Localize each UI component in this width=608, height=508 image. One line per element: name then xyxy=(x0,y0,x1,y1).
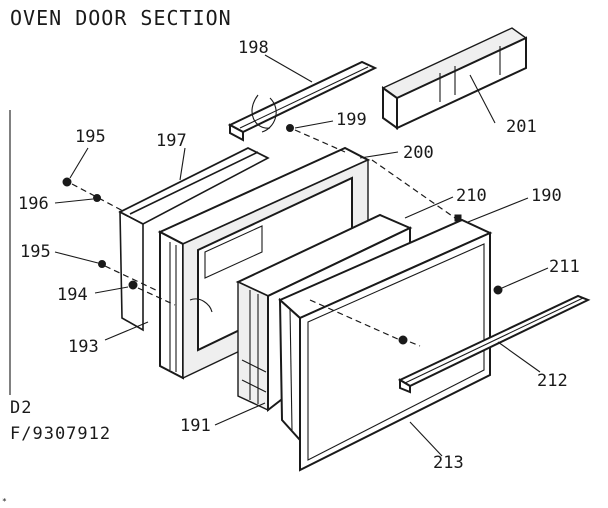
label-195-lower: 195 xyxy=(20,242,51,262)
part-198-top-trim xyxy=(227,60,378,142)
label-195-top: 195 xyxy=(75,127,106,147)
part-213-outer-panel xyxy=(278,218,493,472)
part-197-gasket xyxy=(118,147,270,332)
screw-211 xyxy=(493,285,503,295)
label-212: 212 xyxy=(537,371,568,391)
drawing-code-line-2: F/9307912 xyxy=(10,424,111,444)
part-labels: 195 196 195 194 193 197 198 199 200 201 … xyxy=(18,38,580,473)
label-196: 196 xyxy=(18,194,49,214)
label-197: 197 xyxy=(156,131,187,151)
washer-196 xyxy=(93,194,101,202)
alignment-lines xyxy=(71,129,456,347)
screw-195-lower xyxy=(98,260,106,268)
part-201-handle-block xyxy=(381,27,528,130)
label-199: 199 xyxy=(336,110,367,130)
label-191: 191 xyxy=(180,416,211,436)
part-212-bottom-trim xyxy=(397,294,591,394)
screw-195-top xyxy=(62,177,72,187)
label-213: 213 xyxy=(433,453,464,473)
diagram-title: OVEN DOOR SECTION xyxy=(10,6,232,30)
label-201: 201 xyxy=(506,117,537,137)
label-193: 193 xyxy=(68,337,99,357)
label-198: 198 xyxy=(238,38,269,58)
leader-lines xyxy=(54,54,549,457)
scan-mark: * xyxy=(2,497,7,506)
label-194: 194 xyxy=(57,285,88,305)
clip-194 xyxy=(128,280,138,290)
screw-panel xyxy=(398,335,408,345)
label-200: 200 xyxy=(403,143,434,163)
screw-199 xyxy=(286,124,294,132)
label-210: 210 xyxy=(456,186,487,206)
clip-190 xyxy=(454,214,462,222)
label-211: 211 xyxy=(549,257,580,277)
label-190: 190 xyxy=(531,186,562,206)
drawing-code-line-1: D2 xyxy=(10,398,32,418)
